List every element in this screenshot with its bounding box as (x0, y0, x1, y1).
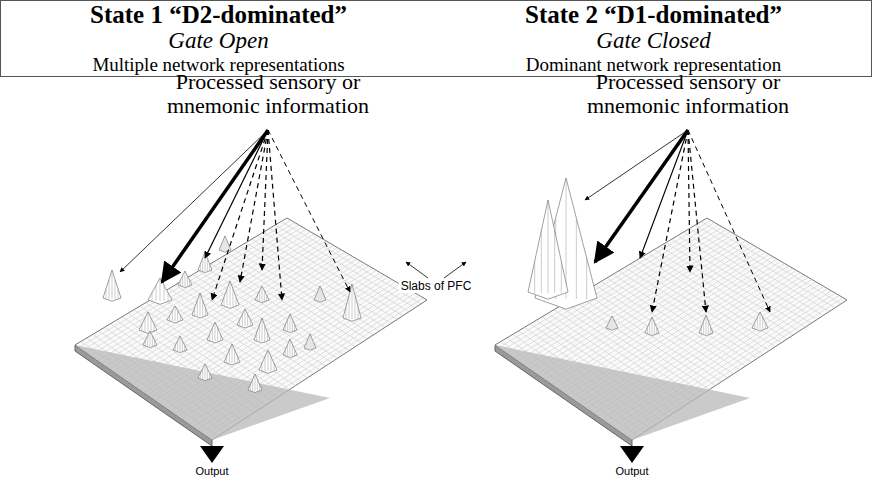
input-arrow (640, 130, 688, 258)
output-label: Output (195, 465, 228, 477)
gate-state: Gate Open (1, 29, 436, 55)
gate-state: Gate Closed (436, 29, 871, 55)
header-box: State 1 “D2-dominated”Gate OpenMultiple … (0, 0, 872, 77)
output-triangle (620, 446, 644, 463)
input-arrow (212, 130, 268, 300)
input-arrow (205, 130, 268, 258)
output-label: Output (615, 465, 648, 477)
input-arrow (120, 130, 268, 272)
input-arrow (688, 130, 770, 312)
state-heading: State 2 “D1-dominated” (436, 1, 871, 29)
input-arrow (688, 130, 706, 312)
slab-label: Slabs of PFC (399, 280, 474, 293)
pfc-slab (495, 178, 847, 446)
input-arrow (268, 130, 350, 292)
input-label: Processed sensory or mnemonic informatio… (563, 70, 813, 118)
state-heading: State 1 “D2-dominated” (1, 1, 436, 29)
input-arrow (262, 130, 268, 270)
input-arrow (595, 130, 688, 262)
input-arrow (585, 130, 688, 200)
pfc-slab (75, 218, 427, 446)
input-arrow (652, 130, 688, 312)
pointer-arrow (406, 262, 428, 278)
output-triangle (200, 446, 224, 463)
pointer-arrow (444, 262, 466, 278)
input-arrow (240, 130, 268, 282)
input-arrow (268, 130, 282, 300)
input-arrow (162, 130, 268, 282)
input-label: Processed sensory or mnemonic informatio… (143, 70, 393, 118)
